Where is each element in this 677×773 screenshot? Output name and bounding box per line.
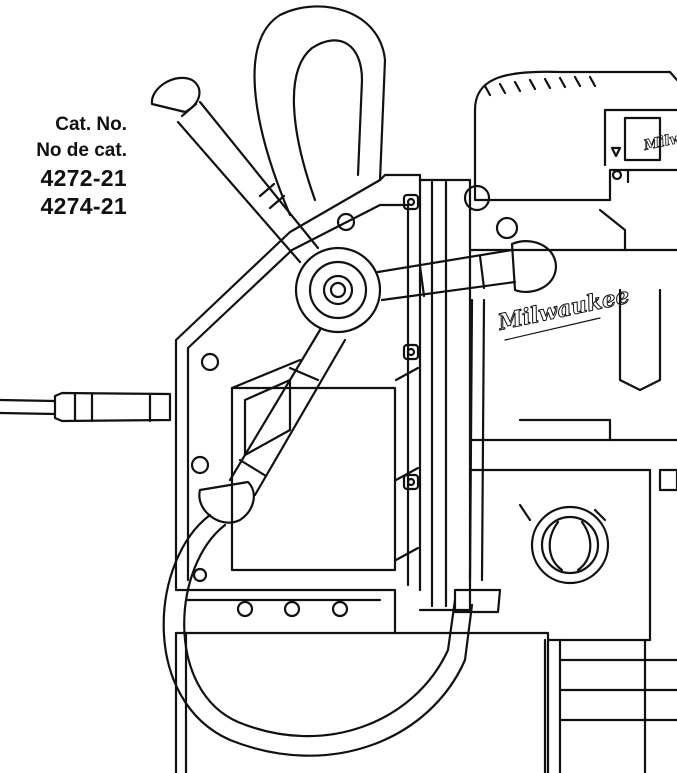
feed-arm-upper	[150, 76, 320, 264]
svg-text:Milw: Milw	[642, 130, 677, 154]
catalog-label-en: Cat. No.	[55, 114, 127, 135]
power-cord	[0, 391, 172, 423]
carry-handle	[253, 5, 387, 217]
feed-arm-lower	[198, 328, 347, 524]
milwaukee-logo: Milwaukee Milw	[494, 130, 677, 341]
catalog-number-1: 4272-21	[40, 165, 127, 191]
feed-hub	[294, 212, 382, 334]
catalog-label-fr: No de cat.	[36, 140, 127, 161]
coolant-hose	[162, 184, 519, 757]
motor-housing	[468, 70, 677, 492]
magnetic-base	[174, 588, 550, 773]
column-slide	[394, 178, 472, 612]
feed-arm-right	[376, 240, 558, 302]
gearbox	[468, 468, 677, 773]
frame-side-plate	[174, 173, 422, 592]
catalog-number-2: 4274-21	[40, 193, 127, 219]
catalog-number-block: Cat. No. No de cat. 4272-21 4274-21	[0, 112, 127, 220]
